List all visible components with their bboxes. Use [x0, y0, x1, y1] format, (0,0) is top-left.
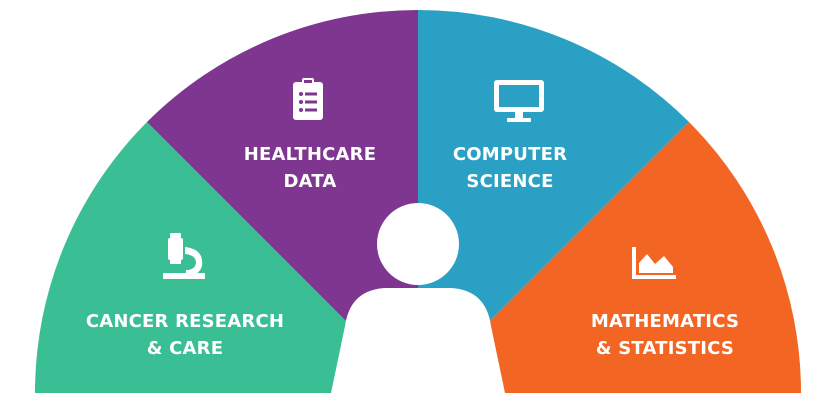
label-line: MATHEMATICS — [590, 311, 740, 332]
segment-healthcare-data — [147, 9, 418, 393]
label-line: COMPUTER — [452, 144, 568, 165]
person-silhouette-icon — [331, 203, 505, 393]
label-line: & STATISTICS — [595, 338, 735, 359]
monitor-icon — [494, 80, 544, 122]
person-head — [377, 203, 459, 285]
segment-computer-science — [418, 9, 689, 393]
microscope-icon — [163, 233, 205, 279]
label-line: DATA — [283, 171, 337, 192]
label-line: & CARE — [146, 338, 224, 359]
label-line: SCIENCE — [466, 171, 554, 192]
clipboard-list-icon — [293, 78, 323, 120]
label-cancer-research: CANCER RESEARCH & CARE — [60, 308, 310, 362]
label-mathematics-statistics: MATHEMATICS & STATISTICS — [540, 308, 790, 362]
area-chart-icon — [632, 247, 676, 279]
label-computer-science: COMPUTER SCIENCE — [410, 141, 610, 195]
label-healthcare-data: HEALTHCARE DATA — [210, 141, 410, 195]
label-line: CANCER RESEARCH — [85, 311, 285, 332]
segment-mathematics-statistics — [418, 122, 802, 393]
label-line: HEALTHCARE — [243, 144, 377, 165]
person-body — [331, 288, 505, 393]
segment-cancer-research — [34, 122, 419, 393]
